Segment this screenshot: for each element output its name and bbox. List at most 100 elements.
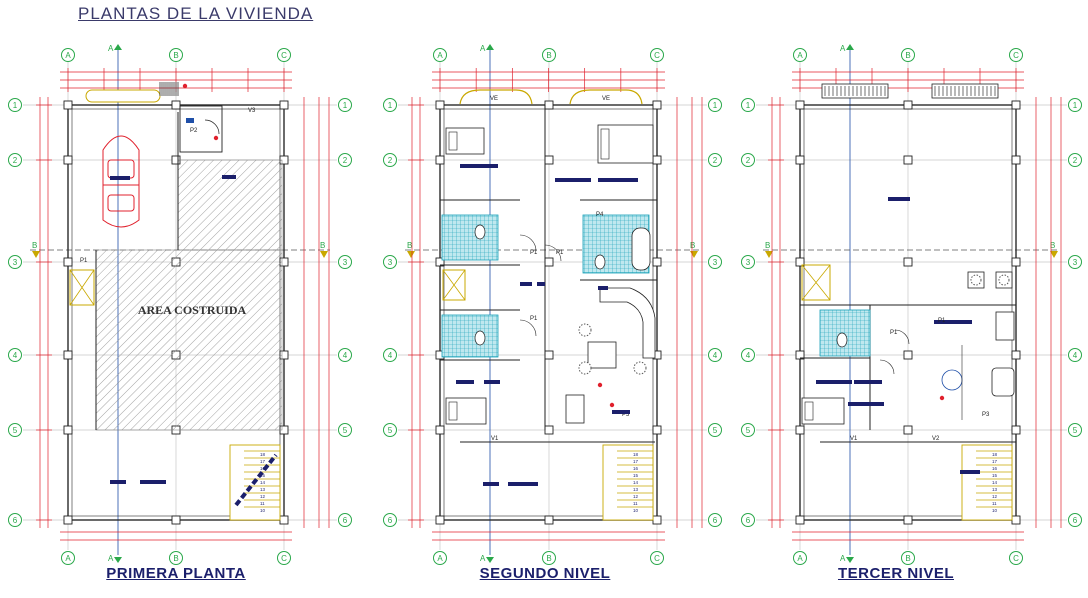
axis-label: 4 <box>1073 351 1078 360</box>
axis-label: B <box>905 554 910 563</box>
text-block <box>598 178 638 182</box>
axis-bubble <box>1068 513 1082 527</box>
section-arrow <box>486 557 494 563</box>
stair-step-number: 18 <box>260 452 266 457</box>
section-label-b: B <box>320 241 325 250</box>
pillow <box>448 131 458 151</box>
door-swing <box>204 119 220 135</box>
column <box>795 155 805 165</box>
stair-step-number: 14 <box>260 480 266 485</box>
axis-bubble <box>383 98 397 112</box>
axis-bubble <box>169 551 183 565</box>
axis-label: B <box>173 554 178 563</box>
stair-step-number: 17 <box>260 459 266 464</box>
door-swing <box>879 359 895 375</box>
axis-bubble <box>8 513 22 527</box>
axis-bubble <box>901 551 915 565</box>
column <box>63 515 73 525</box>
door-label: P4 <box>596 212 604 218</box>
bathroom-tiles <box>441 314 499 358</box>
column <box>903 350 913 360</box>
bed <box>801 397 845 425</box>
axis-label: B <box>905 51 910 60</box>
axis-bubble <box>901 48 915 62</box>
door-swing <box>894 329 910 345</box>
section-label-b: B <box>407 241 412 250</box>
window-bay <box>569 89 643 105</box>
column <box>279 515 289 525</box>
axis-label: 5 <box>746 426 751 435</box>
section-label-a: A <box>840 44 846 53</box>
axis-bubble <box>1068 348 1082 362</box>
axis-label: 2 <box>388 156 393 165</box>
stair-step-number: 11 <box>633 501 638 506</box>
bed <box>445 127 485 155</box>
column <box>652 155 662 165</box>
marker <box>609 402 615 408</box>
bed <box>445 397 487 425</box>
axis-label: 4 <box>746 351 751 360</box>
column <box>652 425 662 435</box>
column <box>544 257 554 267</box>
plan-title-primera-planta: PRIMERA PLANTA <box>106 565 246 582</box>
window-label: V1 <box>491 436 499 442</box>
axis-bubble <box>61 48 75 62</box>
axis-label: 3 <box>713 258 718 267</box>
column <box>435 100 445 110</box>
axis-bubble <box>338 255 352 269</box>
balcony-rail <box>931 83 999 99</box>
bathroom-tiles <box>441 214 499 261</box>
text-block <box>508 482 538 486</box>
axis-label: 6 <box>388 516 393 525</box>
text-block <box>460 164 498 168</box>
room-label-area-construida: AREA COSTRUIDA <box>138 303 247 317</box>
axis-bubble <box>650 551 664 565</box>
axis-label: 1 <box>746 101 751 110</box>
axis-bubble <box>741 513 755 527</box>
axis-label: 1 <box>713 101 718 110</box>
axis-label: B <box>173 51 178 60</box>
column <box>1011 350 1021 360</box>
axis-bubble <box>793 551 807 565</box>
axis-bubble <box>708 423 722 437</box>
column <box>171 515 181 525</box>
axis-label: 4 <box>343 351 348 360</box>
axis-label: 6 <box>746 516 751 525</box>
axis-label: 5 <box>343 426 348 435</box>
axis-label: 2 <box>13 156 18 165</box>
bathtub <box>631 227 651 271</box>
marker <box>213 135 219 141</box>
axis-bubble <box>708 255 722 269</box>
axis-label: 3 <box>746 258 751 267</box>
column <box>903 257 913 267</box>
stair-step-number: 13 <box>260 487 266 492</box>
door-label: P1 <box>938 318 946 324</box>
round-table <box>941 369 963 391</box>
toilet <box>594 254 606 270</box>
marker <box>182 83 188 89</box>
dimension-lines <box>408 68 703 541</box>
door-swing <box>519 319 537 337</box>
axis-bubble <box>1009 48 1023 62</box>
axis-label: A <box>437 51 443 60</box>
stair-step-number: 16 <box>992 466 998 471</box>
window-label: V2 <box>932 436 940 442</box>
text-block <box>598 286 608 290</box>
column <box>903 515 913 525</box>
section-arrow <box>114 44 122 50</box>
section-label-a: A <box>480 554 486 563</box>
stair-step-number: 15 <box>260 473 266 478</box>
axis-label: 5 <box>713 426 718 435</box>
plant <box>578 361 592 375</box>
window-bay <box>459 89 533 105</box>
text-block <box>816 380 852 384</box>
door-label: P1 <box>556 250 564 256</box>
axis-label: 6 <box>13 516 18 525</box>
axis-label: 5 <box>1073 426 1078 435</box>
column <box>903 100 913 110</box>
bed <box>597 124 654 164</box>
axis-bubble <box>708 513 722 527</box>
axis-label: A <box>797 51 803 60</box>
section-label-a: A <box>840 554 846 563</box>
text-block <box>854 380 882 384</box>
